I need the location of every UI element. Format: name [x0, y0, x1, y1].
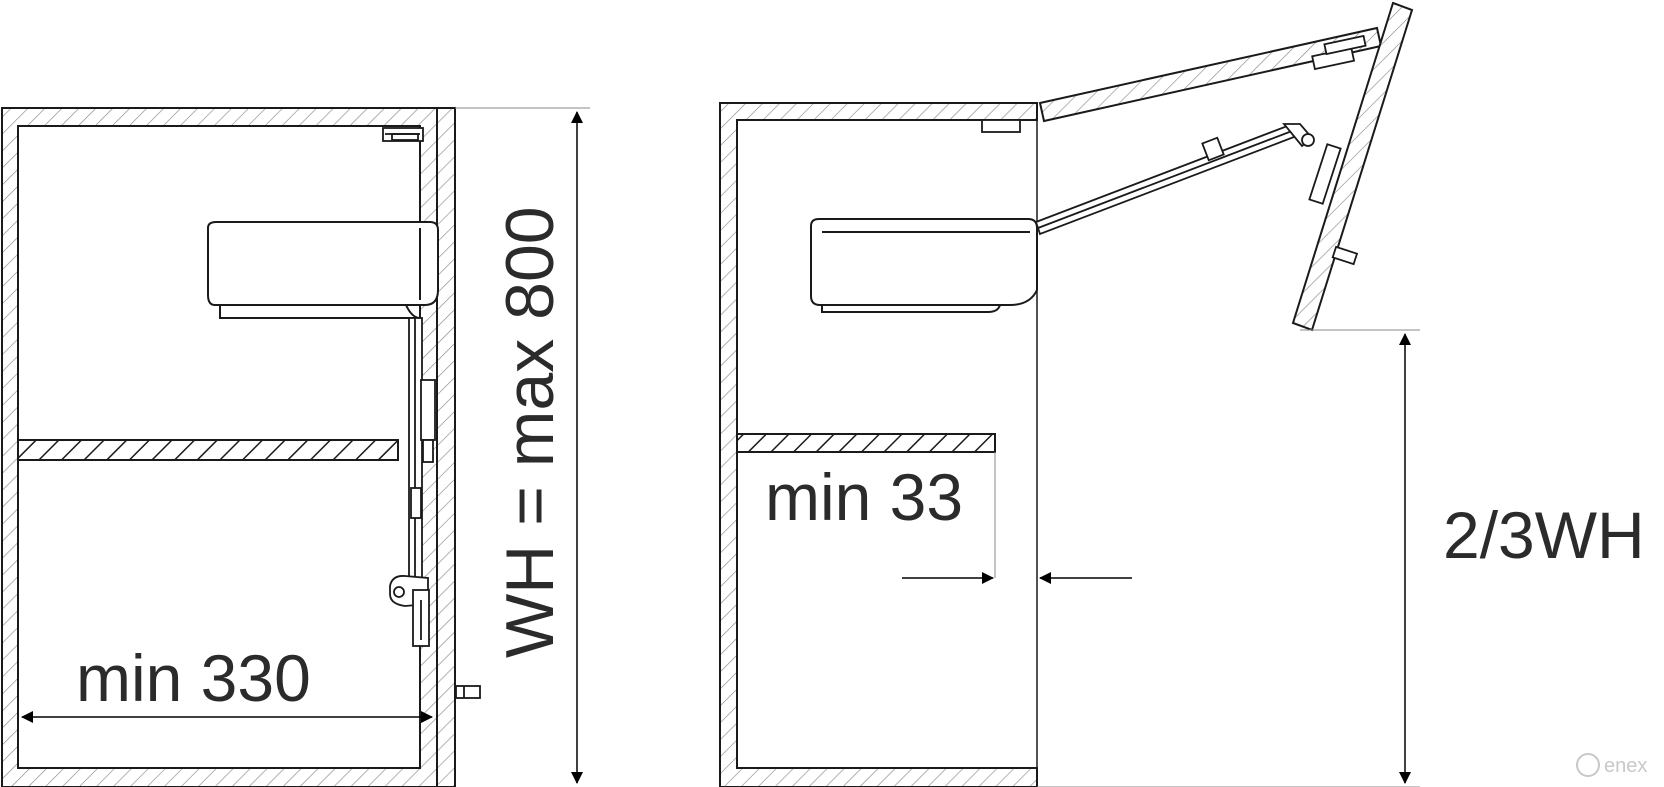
left-lift-mechanism	[207, 221, 439, 319]
left-bottom-hinge	[389, 575, 430, 647]
watermark-icon	[1576, 753, 1600, 777]
left-top-hinge	[382, 127, 424, 142]
left-door-knob	[455, 685, 481, 699]
left-cabinet: min 330 WH = max 800	[1, 107, 590, 787]
watermark-text: enex	[1604, 755, 1647, 777]
right-top-hinge	[981, 34, 1367, 133]
opening-label: 2/3WH	[1443, 498, 1645, 572]
right-lift-mechanism	[810, 218, 1038, 313]
right-lifted-panel	[1038, 26, 1383, 123]
left-cabinet-door	[436, 107, 456, 787]
left-width-label: min 330	[76, 641, 311, 715]
gap-label: min 33	[765, 460, 963, 534]
right-shelf	[736, 433, 996, 453]
left-shelf	[17, 439, 399, 461]
right-lift-arm	[1034, 123, 1342, 236]
height-label: WH = max 800	[492, 206, 568, 658]
right-door-knob	[1331, 245, 1359, 266]
left-lift-arm	[408, 317, 436, 579]
right-cabinet: min 33 2/3WH	[719, 1, 1645, 787]
watermark-logo: enex	[1576, 753, 1647, 777]
